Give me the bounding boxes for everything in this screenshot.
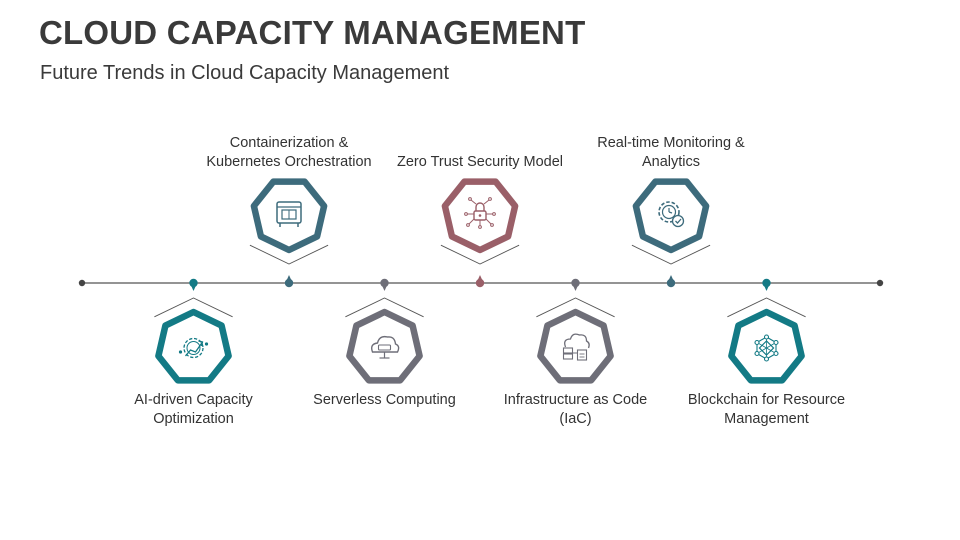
timeline-item-label: Blockchain for Resource Management	[687, 392, 846, 427]
heptagon-outline	[345, 297, 424, 318]
timeline-node	[727, 278, 806, 384]
timeline-item-label: Real-time Monitoring & Analytics	[597, 135, 745, 170]
page-subtitle: Future Trends in Cloud Capacity Manageme…	[40, 62, 450, 84]
timeline-item-label: AI-driven Capacity Optimization	[134, 392, 253, 427]
heptagon-outline	[249, 244, 329, 265]
lock-circuit-icon	[464, 197, 496, 229]
timeline-item-label: Zero Trust Security Model	[397, 154, 563, 170]
timeline-marker	[189, 278, 198, 291]
heptagon-badge	[632, 178, 710, 254]
timeline-marker	[284, 275, 294, 288]
timeline-marker	[571, 278, 580, 291]
heptagon-badge	[155, 308, 232, 384]
heptagon-outline	[536, 297, 615, 318]
timeline-marker	[666, 275, 676, 288]
heptagon-badge	[537, 308, 614, 384]
heptagon-outline	[154, 297, 233, 318]
timeline-end-dot	[876, 279, 884, 287]
cloud-code-icon	[562, 333, 590, 361]
timeline-node	[536, 278, 615, 384]
timeline-item-label: Containerization & Kubernetes Orchestrat…	[206, 135, 372, 170]
timeline-item-label: Serverless Computing	[313, 392, 456, 408]
timeline-node	[249, 178, 329, 288]
heptagon-outline	[440, 244, 520, 265]
timeline-node	[345, 278, 424, 384]
page-title: CLOUD CAPACITY MANAGEMENT	[39, 14, 586, 51]
timeline-marker	[380, 278, 389, 291]
cloud-server-icon	[370, 335, 400, 359]
container-icon	[276, 201, 302, 227]
timeline-item-label: Infrastructure as Code (IaC)	[503, 392, 648, 427]
blockchain-icon	[754, 334, 779, 362]
timeline-marker	[475, 275, 485, 288]
heptagon-outline	[631, 244, 711, 265]
timeline-marker	[762, 278, 771, 291]
timeline-node	[154, 278, 233, 384]
gear-check-icon	[658, 201, 685, 228]
heptagon-badge	[346, 308, 423, 384]
timeline-start-dot	[78, 279, 86, 287]
timeline-node	[631, 178, 711, 288]
timeline-node	[440, 178, 520, 288]
gear-network-icon	[178, 337, 209, 359]
heptagon-outline	[727, 297, 806, 318]
